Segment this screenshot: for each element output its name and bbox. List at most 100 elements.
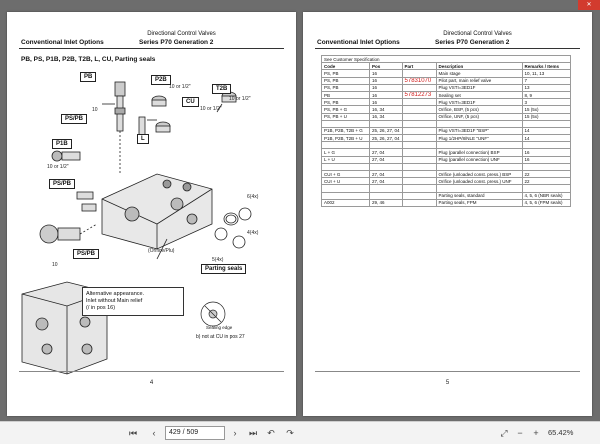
cell-pos: 27, 04 [369, 155, 403, 164]
prev-page-button[interactable]: ‹ [152, 428, 156, 438]
label-p1b-size: 10 or 1/2" [47, 164, 69, 170]
cell-remarks: 4, 5, 6 (FPM seals) [521, 198, 572, 207]
sealing-edge-label: Sealing edge [206, 325, 233, 330]
cell-code: PS, PB [321, 98, 370, 107]
cell-pos [369, 141, 403, 150]
cell-part [401, 169, 437, 179]
cell-remarks: 15 (5x) [521, 112, 572, 121]
label-t2b-size: 10 or 1/2" [229, 96, 251, 102]
cell-part [401, 198, 437, 207]
close-button[interactable]: ✕ [578, 0, 600, 10]
spec-caption: See Customer Specification [321, 54, 571, 64]
cell-code: CUI + U [321, 177, 370, 186]
page-number: 5 [445, 380, 450, 386]
cell-description: Plug VSTI=3ED1F [435, 98, 523, 107]
cell-description [435, 141, 523, 150]
page-left: Directional Control Valves Conventional … [7, 12, 296, 416]
cell-part [401, 119, 437, 128]
col-remarks: Remarks / Items [521, 62, 572, 71]
cell-description: Sealing set [435, 90, 523, 100]
zoom-in-button[interactable]: + [533, 428, 539, 438]
cell-pos: 16 [369, 98, 403, 107]
next-view-button[interactable]: ↷ [286, 428, 294, 438]
cell-description: Plug 1/2HP/8/NLE "UNF" [435, 134, 523, 143]
label-seal-5: 5(4x) [212, 257, 224, 263]
figure-caption: b) not at CU in pos 27 [196, 334, 245, 340]
tag-ps-pb-2: PS/PB [49, 179, 76, 189]
zoom-level[interactable]: 65.42% [548, 428, 574, 437]
cell-description: Pilot part, main relief valve [435, 76, 523, 85]
cell-code [321, 191, 370, 200]
table-row [321, 119, 572, 128]
page-number-input[interactable]: 429 / 509 [165, 426, 225, 440]
last-page-button[interactable]: ⏭ [248, 428, 258, 438]
cell-description: Main stage [435, 69, 523, 78]
cell-remarks: 15 (5x) [521, 105, 572, 114]
cell-remarks: 3 [521, 98, 572, 107]
tag-parting-seals: Parting seals [201, 264, 247, 274]
fit-page-button[interactable]: ⤢ [500, 428, 508, 438]
col-description: Description [435, 62, 523, 71]
cell-pos: 25, 26, 27, 04 [369, 134, 403, 143]
cell-part [401, 83, 437, 92]
cell-code: CUI + G [321, 169, 370, 179]
cell-code: PS, PB [321, 69, 370, 78]
cell-pos: 27, 04 [369, 169, 403, 179]
cell-pos [369, 184, 403, 193]
label-seal-6: 6(4x) [247, 194, 259, 200]
cell-code [321, 119, 370, 128]
note-line-2: Inlet without Main relief [86, 298, 143, 305]
previous-view-button[interactable]: ↶ [267, 428, 275, 438]
page-header-right: Series P70 Generation 2 [139, 39, 214, 46]
cell-remarks [521, 184, 572, 193]
cell-part [401, 112, 437, 121]
viewer-toolbar: ⏮ ‹ 429 / 509 › ⏭ ↶ ↷ ⤢ − + 65.42% [0, 421, 600, 444]
cell-pos: 16 [369, 69, 403, 78]
tag-l: L [137, 134, 149, 144]
cell-code: L + U [321, 155, 370, 164]
cell-description: Parting seals, FPM [435, 198, 523, 207]
header-rule [315, 48, 580, 49]
tag-pb: PB [80, 72, 97, 82]
cell-description: Orifice (unloaded const. press.) BSP [435, 169, 523, 179]
cell-pos: 25, 26, 27, 04 [369, 126, 403, 136]
cell-remarks: 13 [521, 83, 572, 92]
cell-code: PS, PB [321, 83, 370, 92]
tag-ps-pb-1: PS/PB [61, 114, 88, 124]
table-row [321, 141, 572, 150]
alternative-appearance-note: Alternative appearance. Inlet without Ma… [82, 287, 184, 317]
cell-description [435, 119, 523, 128]
parts-table: See Customer Specification Code Pos Part… [321, 54, 572, 207]
cell-code: PB [321, 90, 370, 100]
label-p2b-size: 10 or 1/2" [169, 84, 191, 90]
cell-code [321, 162, 370, 172]
cell-part [401, 141, 437, 150]
cell-part [401, 184, 437, 193]
page-header-right: Series P70 Generation 2 [435, 39, 510, 46]
label-pb-size: 10 [92, 107, 98, 113]
cell-pos: 16 [369, 90, 403, 100]
cell-remarks: 7 [521, 76, 572, 85]
label-seal-4: 4(4x) [247, 230, 259, 236]
next-page-button[interactable]: › [233, 428, 237, 438]
cell-pos: 16, 34 [369, 105, 403, 114]
cell-remarks [521, 119, 572, 128]
cell-code: PS, PB + G [321, 105, 370, 114]
cell-description: Plug (parallel connection) UNF [435, 155, 523, 164]
tag-t2b: T2B [212, 84, 232, 94]
note-line-3: (/ in pos 16) [86, 305, 116, 312]
zoom-out-button[interactable]: − [517, 428, 523, 438]
cell-description: Parting seals, standard [435, 191, 523, 200]
tag-ps-pb-3: PS/PB [73, 249, 100, 259]
document-viewer: ✕ Directional Control Valves Conventiona… [7, 0, 600, 416]
tag-p2b: P2B [151, 75, 171, 85]
cell-pos [369, 191, 403, 200]
first-page-button[interactable]: ⏮ [128, 428, 138, 438]
